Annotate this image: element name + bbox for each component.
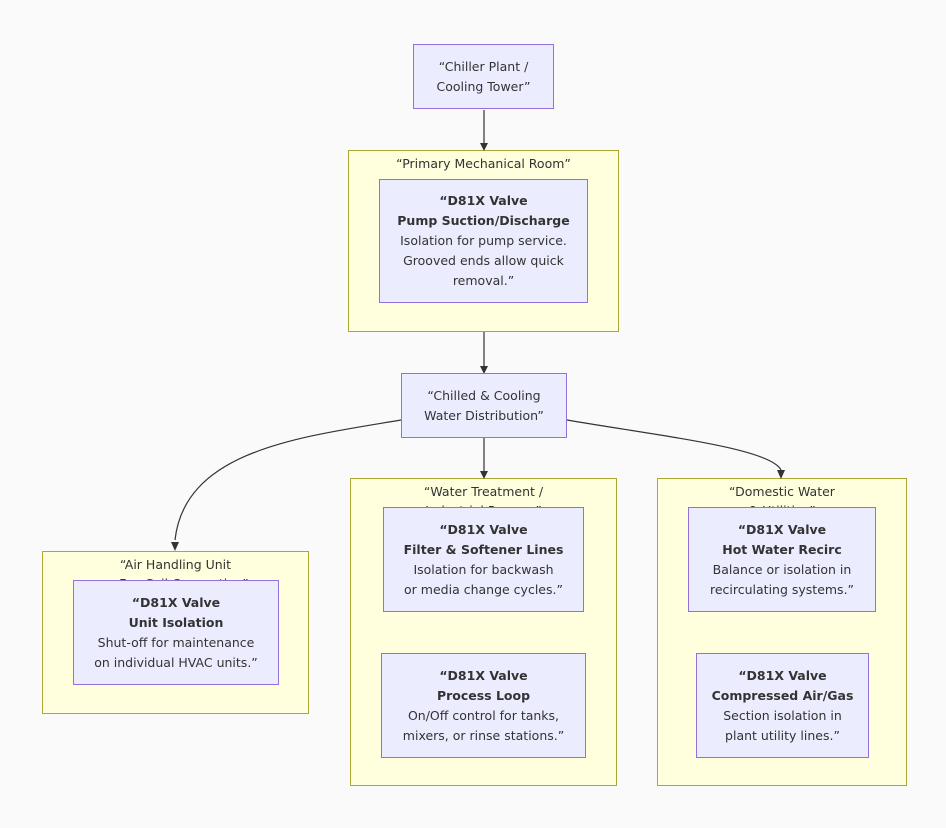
node-water-distribution[interactable]: “Chilled & Cooling Water Distribution” <box>401 373 567 438</box>
node-hotwater-desc1: Balance or isolation in <box>712 561 852 577</box>
node-compressed-subtitle: Compressed Air/Gas <box>711 687 854 703</box>
node-pump-suction-discharge[interactable]: “D81X Valve Pump Suction/Discharge Isola… <box>379 179 588 303</box>
arrowhead-distribution-to-water-treatment <box>480 471 488 479</box>
node-unit-desc1: Shut-off for maintenance <box>97 634 255 650</box>
node-compressed-title: “D81X Valve <box>738 667 827 683</box>
node-pump-subtitle: Pump Suction/Discharge <box>397 213 570 228</box>
node-distribution-line1: “Chilled & Cooling <box>427 387 541 403</box>
node-filter-title: “D81X Valve <box>439 521 528 537</box>
arrowhead-distribution-to-ahu <box>171 542 179 551</box>
cluster-label-mechanical: “Primary Mechanical Room” <box>396 156 571 171</box>
node-pump-desc1: Isolation for pump service. <box>400 233 567 248</box>
edge-distribution-to-ahu <box>174 419 402 541</box>
arrowhead-chiller-to-pump <box>480 143 488 151</box>
node-unit-subtitle: Unit Isolation <box>128 614 224 630</box>
arrowhead-pump-to-distribution <box>480 366 488 374</box>
node-filter-desc1: Isolation for backwash <box>413 561 554 577</box>
node-process-desc1: On/Off control for tanks, <box>407 707 560 723</box>
node-filter-softener[interactable]: “D81X Valve Filter & Softener Lines Isol… <box>383 507 584 612</box>
node-unit-title: “D81X Valve <box>131 594 221 610</box>
node-compressed-desc2: plant utility lines.” <box>725 727 840 743</box>
node-process-subtitle: Process Loop <box>436 687 531 703</box>
node-compressed-air-gas[interactable]: “D81X Valve Compressed Air/Gas Section i… <box>696 653 869 758</box>
node-unit-isolation[interactable]: “D81X Valve Unit Isolation Shut-off for … <box>73 580 279 685</box>
arrowhead-distribution-to-domestic <box>777 470 785 479</box>
edge-distribution-to-domestic <box>566 419 782 471</box>
node-pump-title: “D81X Valve <box>439 193 528 208</box>
node-distribution-line2: Water Distribution” <box>424 407 544 423</box>
node-chiller-plant[interactable]: “Chiller Plant / Cooling Tower” <box>413 44 554 109</box>
node-pump-desc2: Grooved ends allow quick <box>403 253 564 268</box>
node-process-desc2: mixers, or rinse stations.” <box>402 727 565 743</box>
node-unit-desc2: on individual HVAC units.” <box>94 654 258 670</box>
node-hot-water-recirc[interactable]: “D81X Valve Hot Water Recirc Balance or … <box>688 507 876 612</box>
node-filter-subtitle: Filter & Softener Lines <box>403 541 564 557</box>
node-process-loop[interactable]: “D81X Valve Process Loop On/Off control … <box>381 653 586 758</box>
node-chiller-line2: Cooling Tower” <box>436 78 531 94</box>
node-hotwater-title: “D81X Valve <box>737 521 827 537</box>
node-pump-desc3: removal.” <box>452 273 515 288</box>
node-hotwater-subtitle: Hot Water Recirc <box>722 541 842 557</box>
node-hotwater-desc2: recirculating systems.” <box>709 581 855 597</box>
node-process-title: “D81X Valve <box>439 667 528 683</box>
node-compressed-desc1: Section isolation in <box>723 707 842 723</box>
node-filter-desc2: or media change cycles.” <box>404 581 563 597</box>
node-chiller-line1: “Chiller Plant / <box>438 58 529 74</box>
